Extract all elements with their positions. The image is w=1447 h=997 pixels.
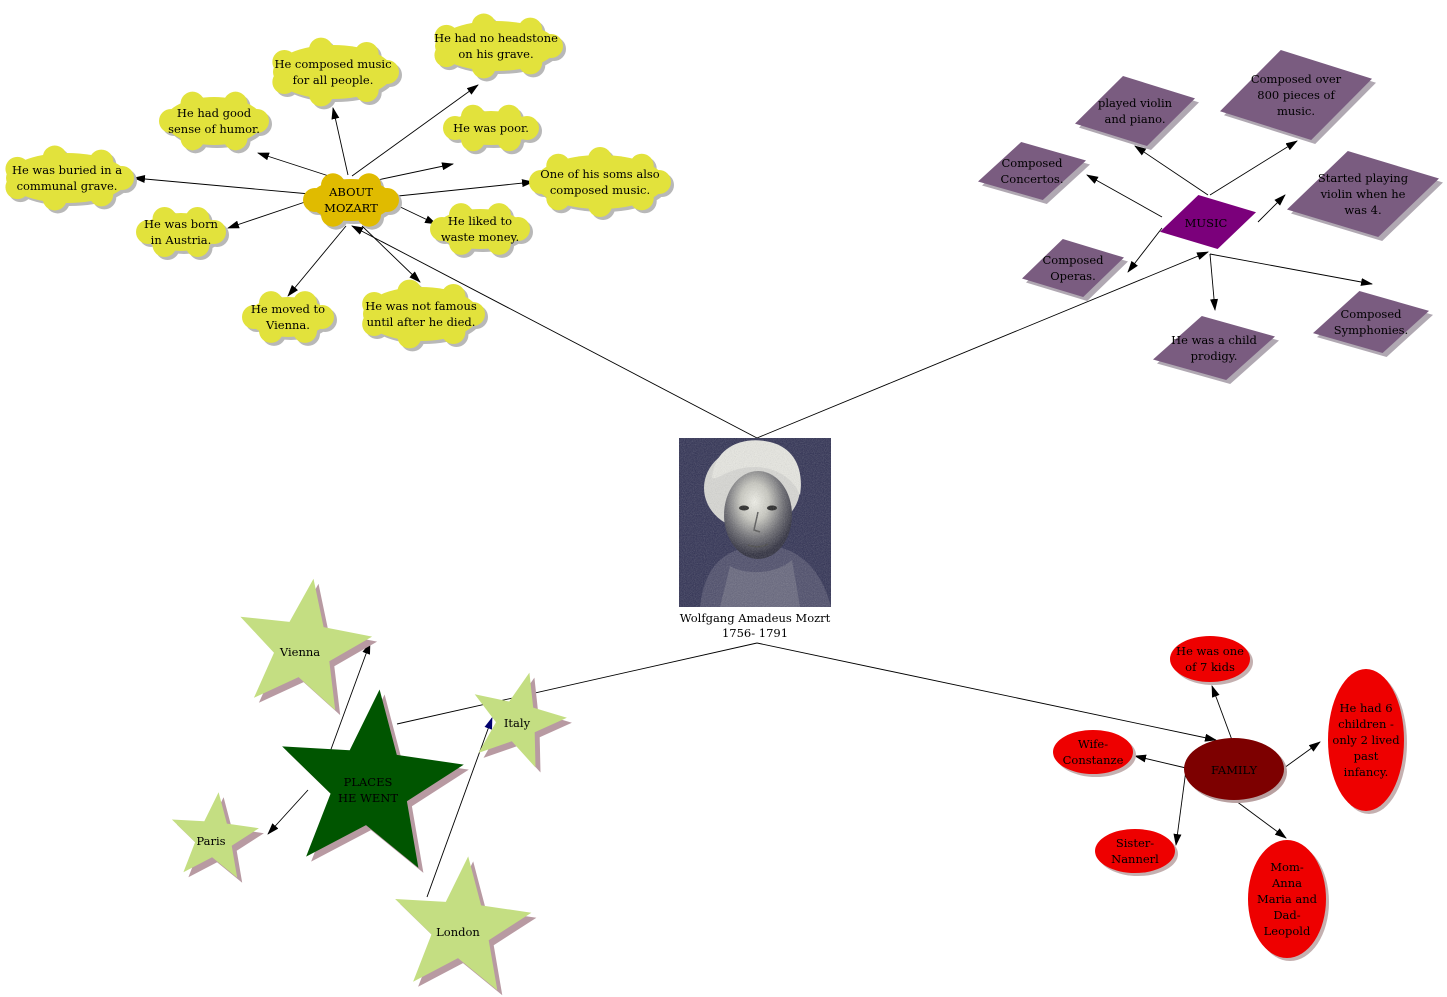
about-hub-text-line: ABOUT [328, 185, 373, 199]
family-fact-text-line: Leopold [1264, 924, 1311, 938]
about-fact-text-line: on his grave. [458, 47, 533, 61]
family-fact-oval[interactable]: He was one of 7 kids [1170, 636, 1253, 685]
places-hub-text: HE WENT [338, 791, 398, 805]
family-fact-text-line: Wife- [1078, 737, 1108, 751]
music-fact-text-line: Symphonies. [1334, 323, 1408, 337]
about-fact-text-line: sense of humor. [168, 122, 260, 136]
about-fact-cloud[interactable]: He was buried in a communal grave. [5, 145, 137, 214]
about-fact-cloud[interactable]: He moved to Vienna. [242, 291, 337, 346]
place-label: Vienna [279, 645, 320, 659]
about-fact-text-line: composed music. [550, 183, 650, 197]
music-fact-text-line: He was a child [1171, 333, 1257, 347]
about-fact-text-line: communal grave. [17, 179, 118, 193]
music-fact-text-line: Composed [1002, 156, 1064, 170]
music-fact-diamond[interactable]: played violin and piano. [1075, 76, 1199, 150]
about-fact-text-line: in Austria. [151, 233, 212, 247]
family-fact-text-line: children - [1338, 717, 1394, 731]
about-fact-text-line: He had good [177, 106, 252, 120]
about-fact-cloud[interactable]: He was not famous until after he died. [362, 279, 488, 352]
place-star-italy[interactable]: Italy [474, 672, 572, 773]
about-fact-cloud[interactable]: One of his soms also composed music. [529, 147, 674, 220]
music-fact-text-line: and piano. [1105, 112, 1166, 126]
about-fact-cloud[interactable]: He was born in Austria. [136, 207, 229, 260]
about-mozart-hub[interactable]: ABOUT MOZART [303, 173, 402, 230]
family-fact-text-line: Maria and [1257, 892, 1318, 906]
music-fact-diamond[interactable]: He was a child prodigy. [1153, 316, 1279, 384]
portrait-caption-name: Wolfgang Amadeus Mozrt [680, 611, 831, 625]
music-fact-text-line: Operas. [1050, 269, 1096, 283]
family-fact-text-line: Constanze [1063, 753, 1124, 767]
mozart-portrait: Wolfgang Amadeus Mozrt 1756- 1791 [679, 438, 831, 640]
family-fact-text-line: of 7 kids [1185, 660, 1235, 674]
family-fact-oval[interactable]: Wife- Constanze [1053, 730, 1136, 777]
music-fact-diamond[interactable]: Started playing violin when he was 4. [1287, 151, 1443, 241]
music-fact-text-line: Concertos. [1001, 172, 1064, 186]
place-star-paris[interactable]: Paris [171, 792, 264, 883]
about-fact-text-line: waste money. [441, 230, 519, 244]
about-fact-cloud[interactable]: He was poor. [443, 104, 542, 155]
about-hub-text-line: MOZART [324, 201, 378, 215]
family-fact-text-line: Dad- [1273, 908, 1300, 922]
place-star-vienna[interactable]: Vienna [240, 578, 378, 716]
about-fact-text-line: He composed music [274, 57, 391, 71]
music-fact-text-line: 800 pieces of [1257, 88, 1335, 102]
family-arrows [1134, 685, 1321, 846]
music-fact-text-line: was 4. [1344, 203, 1381, 217]
family-fact-text-line: Mom- [1270, 860, 1304, 874]
about-fact-text-line: One of his soms also [540, 167, 659, 181]
family-fact-text-line: Nannerl [1111, 852, 1159, 866]
music-fact-text-line: Composed [1043, 253, 1105, 267]
family-fact-text-line: He was one [1176, 644, 1244, 658]
about-fact-text-line: until after he died. [367, 315, 476, 329]
places-arrows [267, 642, 493, 898]
place-star-london[interactable]: London [395, 856, 537, 996]
music-fact-text-line: Started playing [1318, 171, 1409, 185]
about-fact-cloud[interactable]: He liked to waste money. [430, 203, 533, 258]
place-label: Italy [504, 716, 531, 730]
about-fact-text-line: He was buried in a [12, 163, 122, 177]
about-fact-cloud[interactable]: He had no headstone on his grave. [434, 13, 566, 82]
about-fact-text-line: He was not famous [365, 299, 477, 313]
family-fact-oval[interactable]: He had 6 children - only 2 lived past infanc… [1328, 669, 1407, 814]
about-fact-text-line: for all people. [293, 73, 374, 87]
family-fact-text-line: only 2 lived [1332, 733, 1400, 747]
about-fact-text-line: Vienna. [265, 318, 310, 332]
portrait-caption-years: 1756- 1791 [722, 626, 788, 640]
family-fact-text-line: He had 6 [1339, 701, 1392, 715]
about-fact-text-line: He liked to [448, 214, 512, 228]
music-fact-text-line: played violin [1098, 96, 1173, 110]
family-fact-text-line: Anna [1271, 876, 1302, 890]
about-fact-text-line: He was born [144, 217, 219, 231]
family-hub-text: FAMILY [1211, 763, 1258, 777]
about-fact-cloud[interactable]: He had good sense of humor. [159, 91, 272, 154]
family-fact-text-line: past [1354, 749, 1379, 763]
place-label: London [436, 925, 480, 939]
music-hub[interactable]: MUSIC [1160, 195, 1256, 249]
about-fact-cloud[interactable]: He composed music for all people. [272, 37, 402, 110]
music-fact-text-line: Composed over [1251, 72, 1342, 86]
main-branches [351, 225, 1217, 742]
places-hub[interactable]: PLACES HE WENT [282, 689, 469, 873]
about-fact-text-line: He moved to [251, 302, 325, 316]
places-hub-text: PLACES [344, 775, 393, 789]
about-fact-text-line: He had no headstone [434, 31, 558, 45]
place-label: Paris [196, 834, 225, 848]
music-fact-text-line: music. [1277, 104, 1315, 118]
family-fact-text-line: infancy. [1344, 765, 1389, 779]
music-arrows [1086, 140, 1373, 311]
music-fact-text-line: prodigy. [1191, 349, 1238, 363]
music-fact-diamond[interactable]: Composed over 800 pieces of music. [1220, 50, 1376, 144]
music-hub-text: MUSIC [1185, 216, 1228, 230]
music-fact-text-line: Composed [1341, 307, 1403, 321]
family-fact-text-line: Sister- [1116, 836, 1154, 850]
family-hub[interactable]: FAMILY [1184, 738, 1287, 803]
music-fact-text-line: violin when he [1320, 187, 1406, 201]
family-fact-oval[interactable]: Sister- Nannerl [1095, 829, 1178, 876]
about-fact-text-line: He was poor. [453, 121, 529, 135]
